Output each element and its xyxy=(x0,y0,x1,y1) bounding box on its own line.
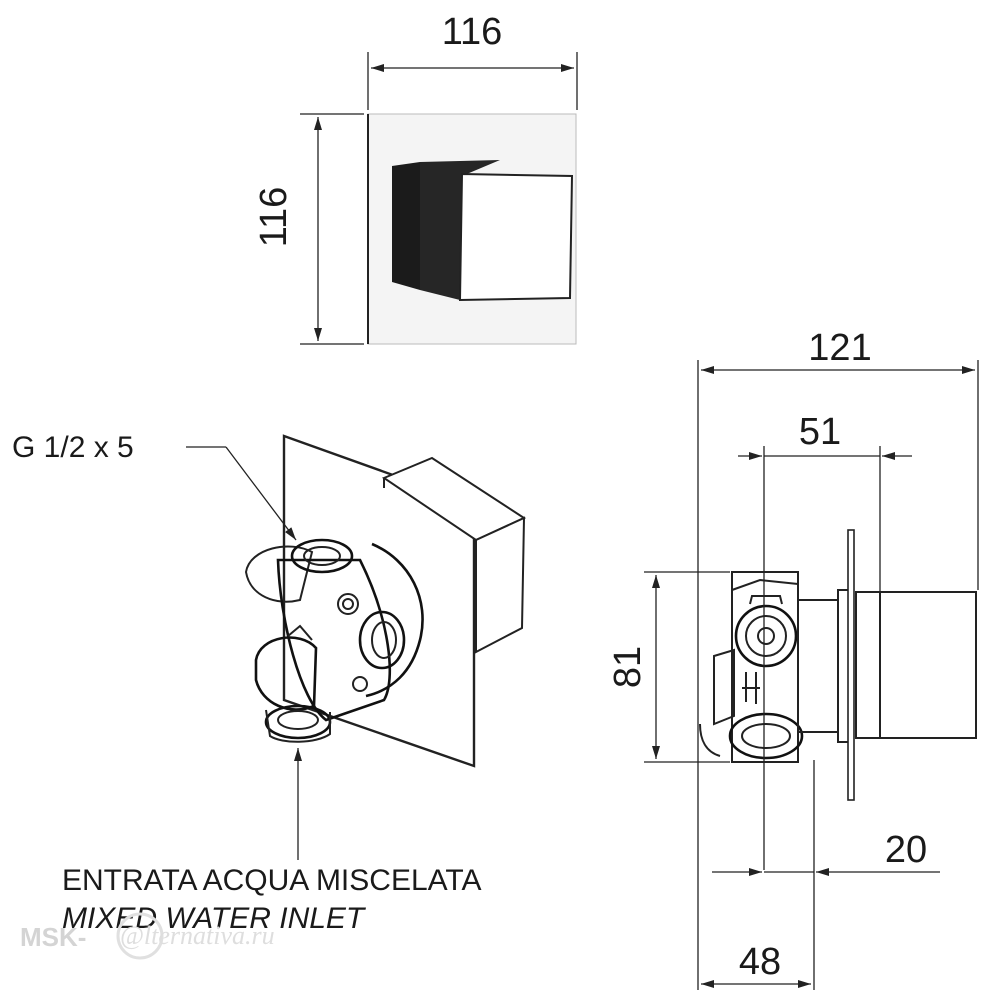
front-handle-side xyxy=(420,160,500,300)
iso-top-port xyxy=(290,538,354,574)
front-height-dimension: 116 xyxy=(253,113,364,345)
front-handle-shadow xyxy=(392,162,420,290)
front-handle-face xyxy=(458,172,574,302)
thread-spec-label: G 1/2 x 5 xyxy=(12,431,134,464)
watermark-script: @lternativa.ru xyxy=(120,921,275,950)
iso-side-port xyxy=(358,610,406,670)
side-plate-offset-dimension: 20 xyxy=(712,760,940,990)
side-total-depth-dimension: 121 xyxy=(697,327,979,990)
front-width-dimension: 116 xyxy=(367,11,578,110)
isometric-view: G 1/2 x 5 ENTRATA ACQUA MISCELATA MIXED … xyxy=(12,431,527,935)
side-cover-plate xyxy=(847,529,855,801)
side-connector xyxy=(797,599,839,733)
side-plate-offset-label: 20 xyxy=(885,829,927,871)
side-bottom-width-dimension: 48 xyxy=(701,941,811,988)
front-view: 116 116 xyxy=(253,11,578,345)
watermark: MSK- @lternativa.ru xyxy=(20,912,275,960)
side-body-width-dimension: 51 xyxy=(738,411,912,870)
inlet-callout: ENTRATA ACQUA MISCELATA MIXED WATER INLE… xyxy=(62,748,482,935)
side-body-width-label: 51 xyxy=(799,411,841,453)
side-lower-port xyxy=(728,712,804,760)
inlet-label-italian: ENTRATA ACQUA MISCELATA xyxy=(62,864,482,897)
front-height-label: 116 xyxy=(253,187,295,248)
side-total-depth-label: 121 xyxy=(808,327,871,369)
side-height-dimension: 81 xyxy=(607,571,730,763)
watermark-brand: MSK- xyxy=(20,922,86,952)
iso-valve-body xyxy=(244,538,424,743)
side-view: 121 51 81 20 48 xyxy=(607,327,979,990)
iso-handle xyxy=(381,456,527,654)
side-height-label: 81 xyxy=(607,646,649,688)
thread-callout: G 1/2 x 5 xyxy=(12,431,297,541)
side-upper-port xyxy=(734,604,798,668)
inlet-label-english: MIXED WATER INLET xyxy=(62,902,367,935)
side-bottom-width-label: 48 xyxy=(739,941,781,983)
side-handle xyxy=(855,591,881,739)
front-width-label: 116 xyxy=(442,11,503,53)
